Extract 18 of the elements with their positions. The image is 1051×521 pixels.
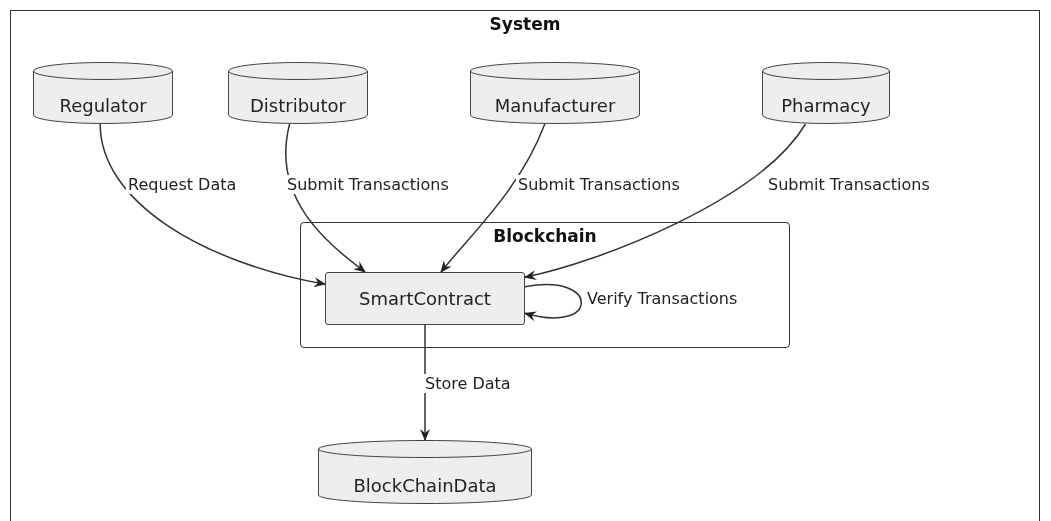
node-label: BlockChainData: [353, 475, 497, 496]
edge-label: Verify Transactions: [585, 289, 740, 308]
arrow: [440, 123, 546, 273]
arrow: [99, 123, 326, 287]
node-label: Regulator: [59, 95, 147, 116]
process-box: SmartContract: [325, 272, 525, 325]
frame: [300, 222, 790, 348]
node-label: Manufacturer: [494, 95, 616, 116]
arrow: [285, 123, 366, 273]
edge-label: Submit Transactions: [285, 175, 451, 194]
frame-title: System: [488, 14, 562, 34]
frame-title: Blockchain: [492, 226, 598, 246]
arrow: [524, 283, 582, 321]
frame: [10, 10, 1040, 521]
node-label: Pharmacy: [781, 95, 871, 116]
edge-label: Store Data: [423, 374, 513, 393]
node-label: Distributor: [250, 95, 346, 116]
arrow: [524, 123, 807, 280]
